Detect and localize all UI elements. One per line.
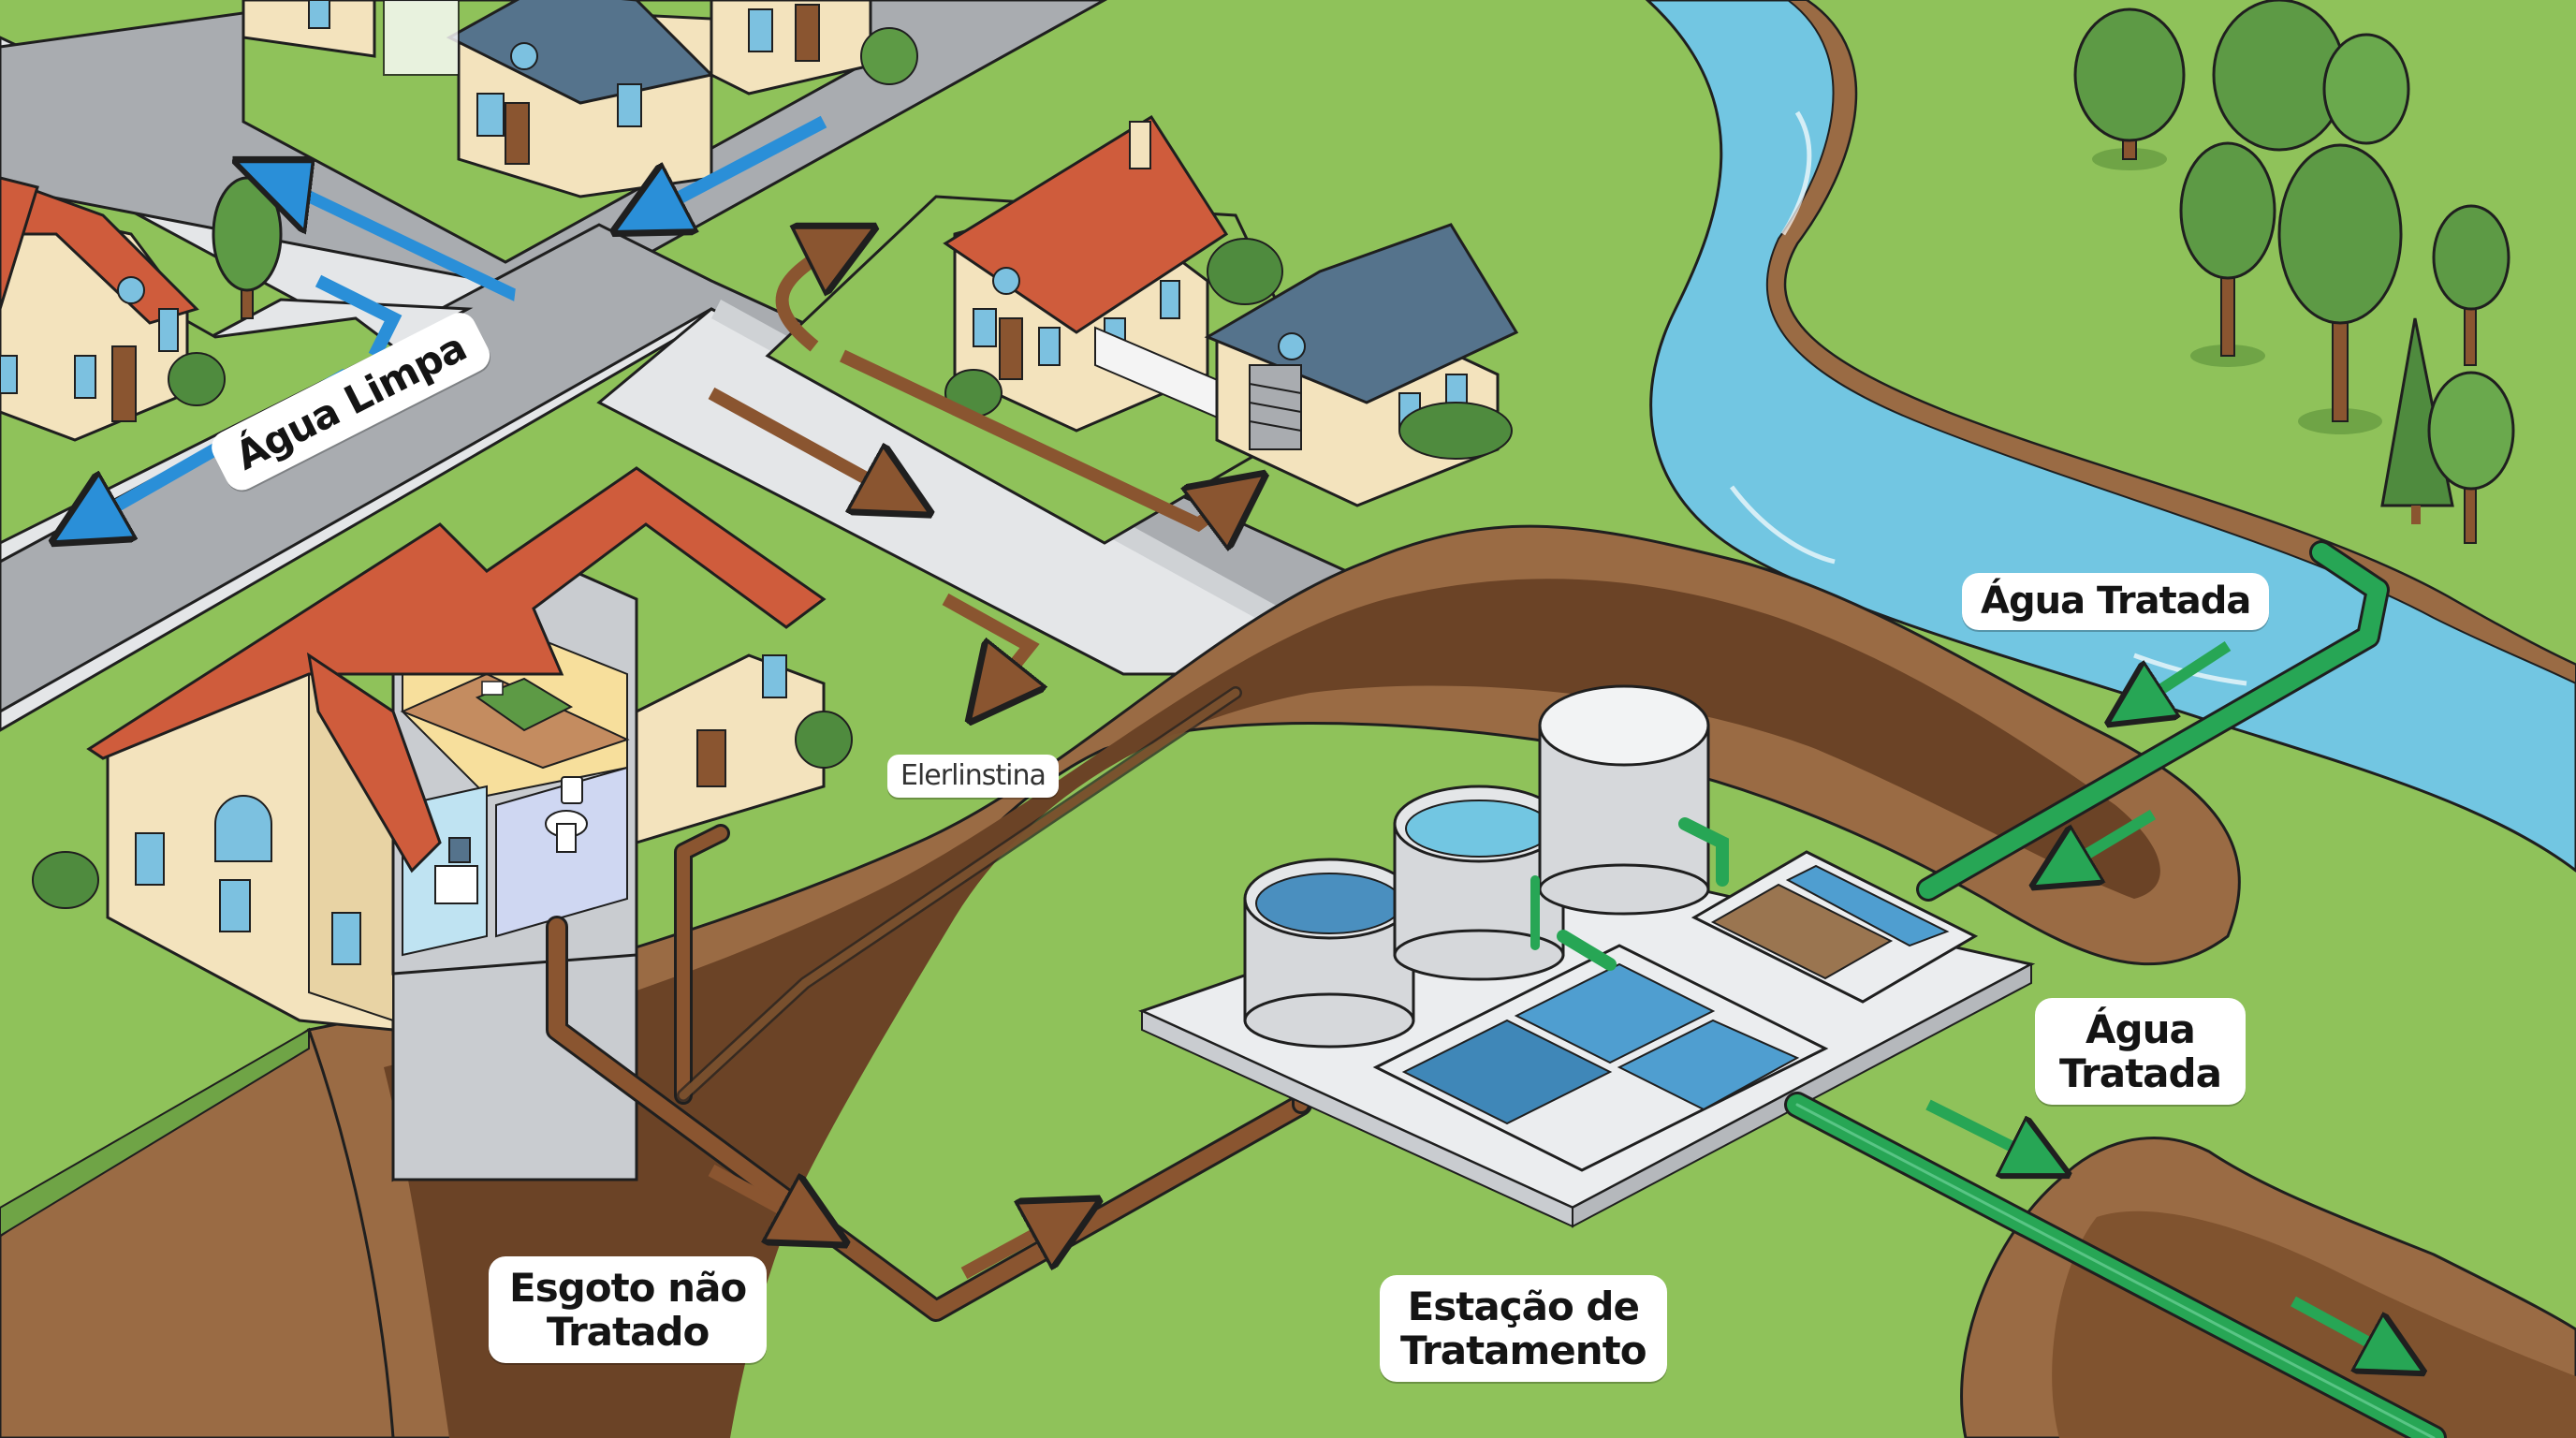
filter-beds (1690, 850, 1979, 1004)
treated-water-arrows (1925, 640, 2396, 1357)
label-text-line1: Estação de (1407, 1284, 1640, 1329)
tree (2432, 204, 2510, 366)
arrow-icon (2134, 640, 2232, 707)
house-left (0, 176, 283, 442)
arrow-icon (2291, 1296, 2396, 1357)
house-top-blue (446, 0, 715, 198)
arrow-icon (942, 593, 1030, 693)
house-top-right (710, 0, 918, 95)
label-text-line2: Tratamento (1400, 1328, 1647, 1374)
arrow-icon (2059, 809, 2157, 871)
tree (2322, 33, 2410, 145)
treatment-station (1137, 684, 2036, 1228)
label-esgoto-nao-tratado: Esgoto não Tratado (489, 1256, 768, 1364)
label-estacao-de-tratamento: Estação de Tratamento (1380, 1275, 1667, 1383)
arrow-icon (775, 243, 842, 352)
computer-desk-icon (434, 837, 478, 904)
treated-water-pipes (1784, 540, 2447, 1438)
tank-storage (1538, 684, 1710, 916)
label-text-line1: Água (2086, 1006, 2196, 1052)
tree (2073, 7, 2186, 170)
label-garbled: Elerlinstina (887, 755, 1059, 798)
label-text-line2: Tratada (2059, 1050, 2222, 1097)
sewage-arrows (708, 243, 1236, 1280)
bed-icon (475, 677, 574, 732)
arrow-icon (840, 349, 1236, 524)
arrow-icon (708, 1164, 814, 1226)
arrow-icon (646, 115, 827, 215)
arrow-icon (271, 179, 516, 301)
forest (2073, 0, 2515, 544)
house-top-left (242, 0, 460, 76)
tree (2427, 371, 2515, 544)
tree (2179, 141, 2276, 367)
arrow-icon (960, 1217, 1067, 1280)
label-text-line2: Tratado (546, 1309, 710, 1356)
toilet-icon (545, 776, 588, 853)
roof (86, 466, 827, 760)
tree (2277, 143, 2403, 434)
label-agua-tratada-right: Água Tratada (2035, 998, 2246, 1106)
sewage-pipes (546, 686, 1312, 1322)
label-text: Água Tratada (1981, 580, 2251, 623)
tank-clarifier (1243, 858, 1415, 1049)
settling-basins (1372, 944, 1829, 1172)
label-text-line1: Esgoto não (509, 1265, 747, 1311)
house-cutaway (32, 466, 853, 1182)
label-text: Elerlinstina (900, 759, 1046, 792)
arrow-icon (1925, 1099, 2041, 1161)
house-middle-blue (1204, 223, 1519, 507)
label-agua-tratada-top: Água Tratada (1962, 573, 2270, 630)
arrow-icon (315, 274, 402, 360)
arrow-icon (708, 387, 899, 496)
